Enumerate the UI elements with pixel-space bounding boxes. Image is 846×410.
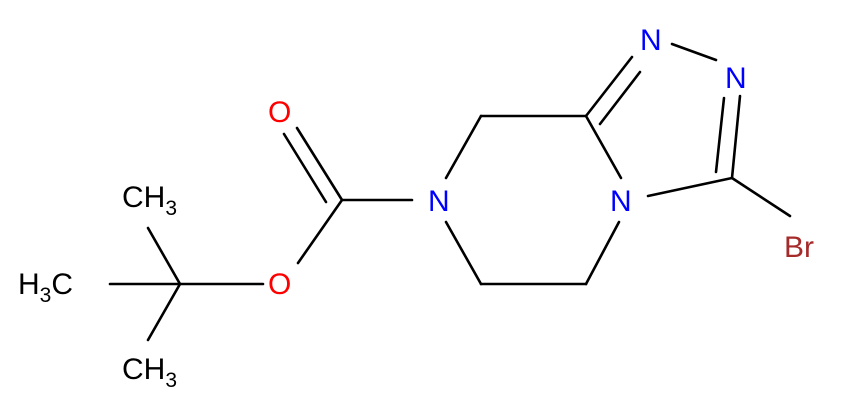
ch3-top-sub: 3 — [165, 197, 177, 220]
bond-n2-c3-double — [714, 96, 726, 174]
group-ch3-top: CH3 — [122, 181, 177, 220]
atom-n-ring-pyrazine: N — [428, 185, 450, 218]
atom-n-triazole-1: N — [640, 24, 662, 57]
group-ch3-left: H3C — [18, 268, 73, 307]
atom-bromine: Br — [784, 231, 814, 264]
bond-cquat-ch3-top — [146, 226, 182, 286]
bond-c8-n7 — [444, 114, 483, 180]
atom-o-carbonyl: O — [268, 96, 291, 129]
bond-c5-n4 — [584, 220, 621, 286]
ch3-bottom-sub: 3 — [165, 369, 177, 392]
group-ch3-bottom: CH3 — [122, 353, 177, 392]
bond-n4-c8a — [584, 114, 623, 180]
atom-o-ester: O — [268, 268, 291, 301]
bond-c8a-n1 — [584, 55, 634, 118]
ch3-top-main: CH — [122, 181, 165, 214]
bond-n2-c3 — [730, 94, 742, 180]
bond-ccarbonyl-o-double-b — [282, 132, 328, 204]
bond-ccarbonyl-o-double-a — [295, 126, 344, 202]
bond-c3-n4 — [646, 176, 734, 198]
ch3-left-tail: C — [51, 268, 73, 301]
ch3-left-sub: 3 — [40, 284, 52, 307]
bond-ccarbonyl-oester — [296, 198, 344, 265]
bond-c8a-n1-double — [598, 70, 642, 126]
bond-n1-n2 — [670, 42, 718, 62]
atom-labels: N N N N O O Br CH3 H3C CH3 — [18, 24, 814, 392]
ch3-left-main: H — [18, 268, 40, 301]
bond-cquat-ch3-bottom — [146, 282, 182, 342]
bond-c3-br — [730, 176, 792, 218]
atom-n-triazole-2: N — [725, 62, 747, 95]
bond-n7-c6 — [444, 220, 483, 286]
ch3-bottom-main: CH — [122, 353, 165, 386]
bond-lines — [108, 42, 792, 342]
atom-n-ring-fused: N — [610, 185, 632, 218]
